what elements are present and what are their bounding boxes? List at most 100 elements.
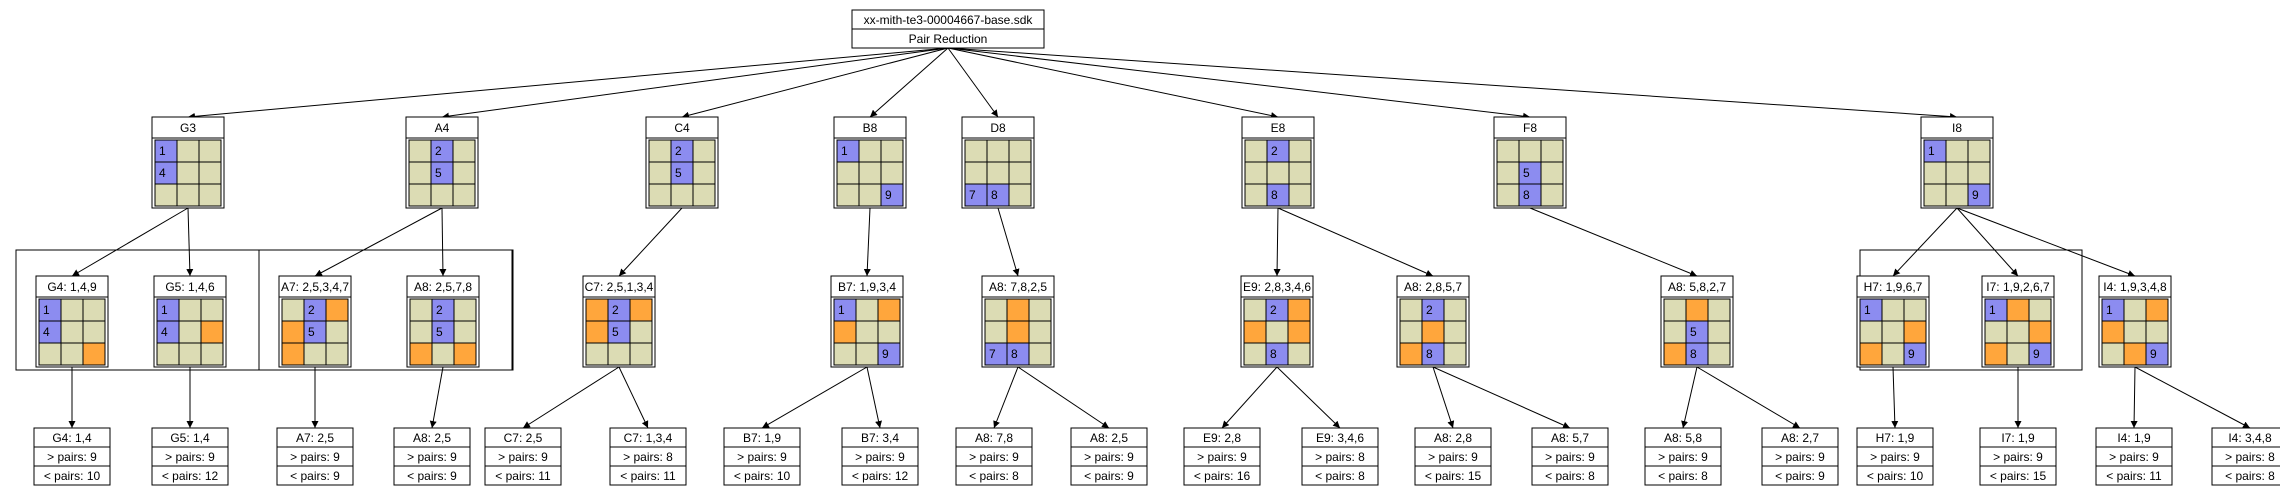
- move-grid-cell: [855, 342, 879, 366]
- move-grid-cell: [303, 342, 327, 366]
- move-grid-cell: [1984, 320, 2008, 344]
- move-node-c7m: C7: 2,5,1,3,425: [582, 275, 656, 368]
- cell-grid-digit: 2: [675, 144, 682, 158]
- result-lt-pairs: < pairs: 10: [734, 469, 791, 483]
- move-grid-cell: [629, 298, 653, 322]
- cell-grid-cell: [198, 139, 222, 163]
- move-grid-cell: [1443, 342, 1467, 366]
- result-lt-pairs-box: [1856, 465, 1934, 486]
- result-gt-pairs: > pairs: 9: [1545, 450, 1595, 464]
- result-title: A8: 2,8: [1434, 431, 1472, 445]
- cell-grid-cell: [452, 139, 476, 163]
- cell-grid-digit: 5: [675, 166, 682, 180]
- cell-grid-cell: [858, 161, 882, 185]
- edge-a8e-a8er1: [1432, 366, 1455, 429]
- result-title: B7: 3,4: [861, 431, 899, 445]
- move-grid-digit: 1: [838, 303, 845, 317]
- result-lt-pairs: < pairs: 8: [969, 469, 1019, 483]
- result-gt-pairs: > pairs: 8: [1315, 450, 1365, 464]
- move-grid-digit: 7: [989, 347, 996, 361]
- move-grid-cell: [1903, 320, 1927, 344]
- move-node-a8f: A8: 5,8,2,758: [1660, 275, 1734, 368]
- result-gt-pairs: > pairs: 9: [1428, 450, 1478, 464]
- cell-grid-cell: [986, 139, 1010, 163]
- move-node-g4m: G4: 1,4,914: [35, 275, 109, 368]
- cell-grid-cell: [692, 161, 716, 185]
- result-node-i4r1: I4: 1,9> pairs: 9< pairs: 11: [2095, 427, 2173, 486]
- move-grid-cell: [2028, 298, 2052, 322]
- edge-e8-e9m: [1273, 207, 1281, 277]
- move-grid-digit: 2: [1426, 303, 1433, 317]
- move-grid-cell: [1287, 342, 1311, 366]
- result-node-c7r1: C7: 2,5> pairs: 9< pairs: 11: [484, 427, 562, 486]
- move-grid-cell: [60, 298, 84, 322]
- result-lt-pairs: < pairs: 11: [2106, 469, 2162, 483]
- move-label: A7: 2,5,3,4,7: [281, 280, 349, 294]
- move-grid-cell: [200, 320, 224, 344]
- move-grid-cell: [1881, 298, 1905, 322]
- cell-grid-cell: [880, 161, 904, 185]
- result-title: E9: 2,8: [1203, 431, 1241, 445]
- result-node-b7r2: B7: 3,4> pairs: 9< pairs: 12: [841, 427, 919, 486]
- move-label: A8: 2,5,7,8: [414, 280, 472, 294]
- move-label: A8: 5,8,2,7: [1668, 280, 1726, 294]
- result-lt-pairs: < pairs: 8: [1545, 469, 1595, 483]
- move-grid-cell: [877, 342, 901, 366]
- edge-c7m-c7r2: [618, 366, 649, 429]
- move-grid-cell: [281, 320, 305, 344]
- cell-grid-digit: 9: [1972, 188, 1979, 202]
- cell-grid-cell: [858, 139, 882, 163]
- move-grid-cell: [60, 342, 84, 366]
- move-grid-cell: [82, 342, 106, 366]
- move-grid-digit: 2: [612, 303, 619, 317]
- move-label: C7: 2,5,1,3,4: [585, 280, 654, 294]
- edge-a8d-a8dr1: [993, 366, 1019, 429]
- cell-label: C4: [674, 121, 690, 135]
- move-grid-cell: [453, 342, 477, 366]
- result-gt-pairs: > pairs: 9: [1775, 450, 1825, 464]
- result-title: B7: 1,9: [743, 431, 781, 445]
- result-title: I4: 1,9: [2117, 431, 2151, 445]
- edge-a4-a8m: [439, 207, 447, 277]
- cell-grid-digit: 4: [159, 166, 166, 180]
- result-title: A8: 2,5: [1090, 431, 1128, 445]
- result-node-a8fr1: A8: 5,8> pairs: 9< pairs: 8: [1644, 427, 1722, 486]
- cell-grid-cell: [198, 183, 222, 207]
- move-label: A8: 7,8,2,5: [989, 280, 1047, 294]
- move-grid-cell: [325, 298, 349, 322]
- cell-label: E8: [1271, 121, 1286, 135]
- move-grid-digit: 1: [43, 303, 50, 317]
- move-grid-cell: [629, 342, 653, 366]
- result-gt-pairs: > pairs: 9: [855, 450, 905, 464]
- move-grid-cell: [1984, 342, 2008, 366]
- result-lt-pairs: < pairs: 15: [1425, 469, 1482, 483]
- cell-grid-cell: [1540, 183, 1564, 207]
- move-grid-digit: 9: [2033, 347, 2040, 361]
- move-grid-cell: [1399, 342, 1423, 366]
- result-lt-pairs-box: [723, 465, 801, 486]
- move-label: A8: 2,8,5,7: [1404, 280, 1462, 294]
- cell-grid-cell: [176, 161, 200, 185]
- move-grid-cell: [877, 298, 901, 322]
- cell-grid-cell: [1266, 161, 1290, 185]
- cell-grid-digit: 1: [841, 144, 848, 158]
- edge-root-e8: [947, 47, 1279, 119]
- move-node-i4m: I4: 1,9,3,4,819: [2098, 275, 2172, 368]
- move-grid-cell: [1243, 298, 1267, 322]
- move-grid-cell: [1421, 320, 1445, 344]
- move-grid-cell: [82, 298, 106, 322]
- move-grid-cell: [1243, 342, 1267, 366]
- move-grid-cell: [984, 298, 1008, 322]
- result-node-a8dr1: A8: 7,8> pairs: 9< pairs: 8: [955, 427, 1033, 486]
- result-gt-pairs: > pairs: 9: [1197, 450, 1247, 464]
- result-gt-pairs: > pairs: 9: [1870, 450, 1920, 464]
- edge-i8-i7m: [1956, 207, 2019, 277]
- edge-a8f-a8fr1: [1681, 366, 1698, 429]
- cell-grid-cell: [1008, 161, 1032, 185]
- result-lt-pairs-box: [2211, 465, 2280, 486]
- result-node-a8er2: A8: 5,7> pairs: 9< pairs: 8: [1531, 427, 1609, 486]
